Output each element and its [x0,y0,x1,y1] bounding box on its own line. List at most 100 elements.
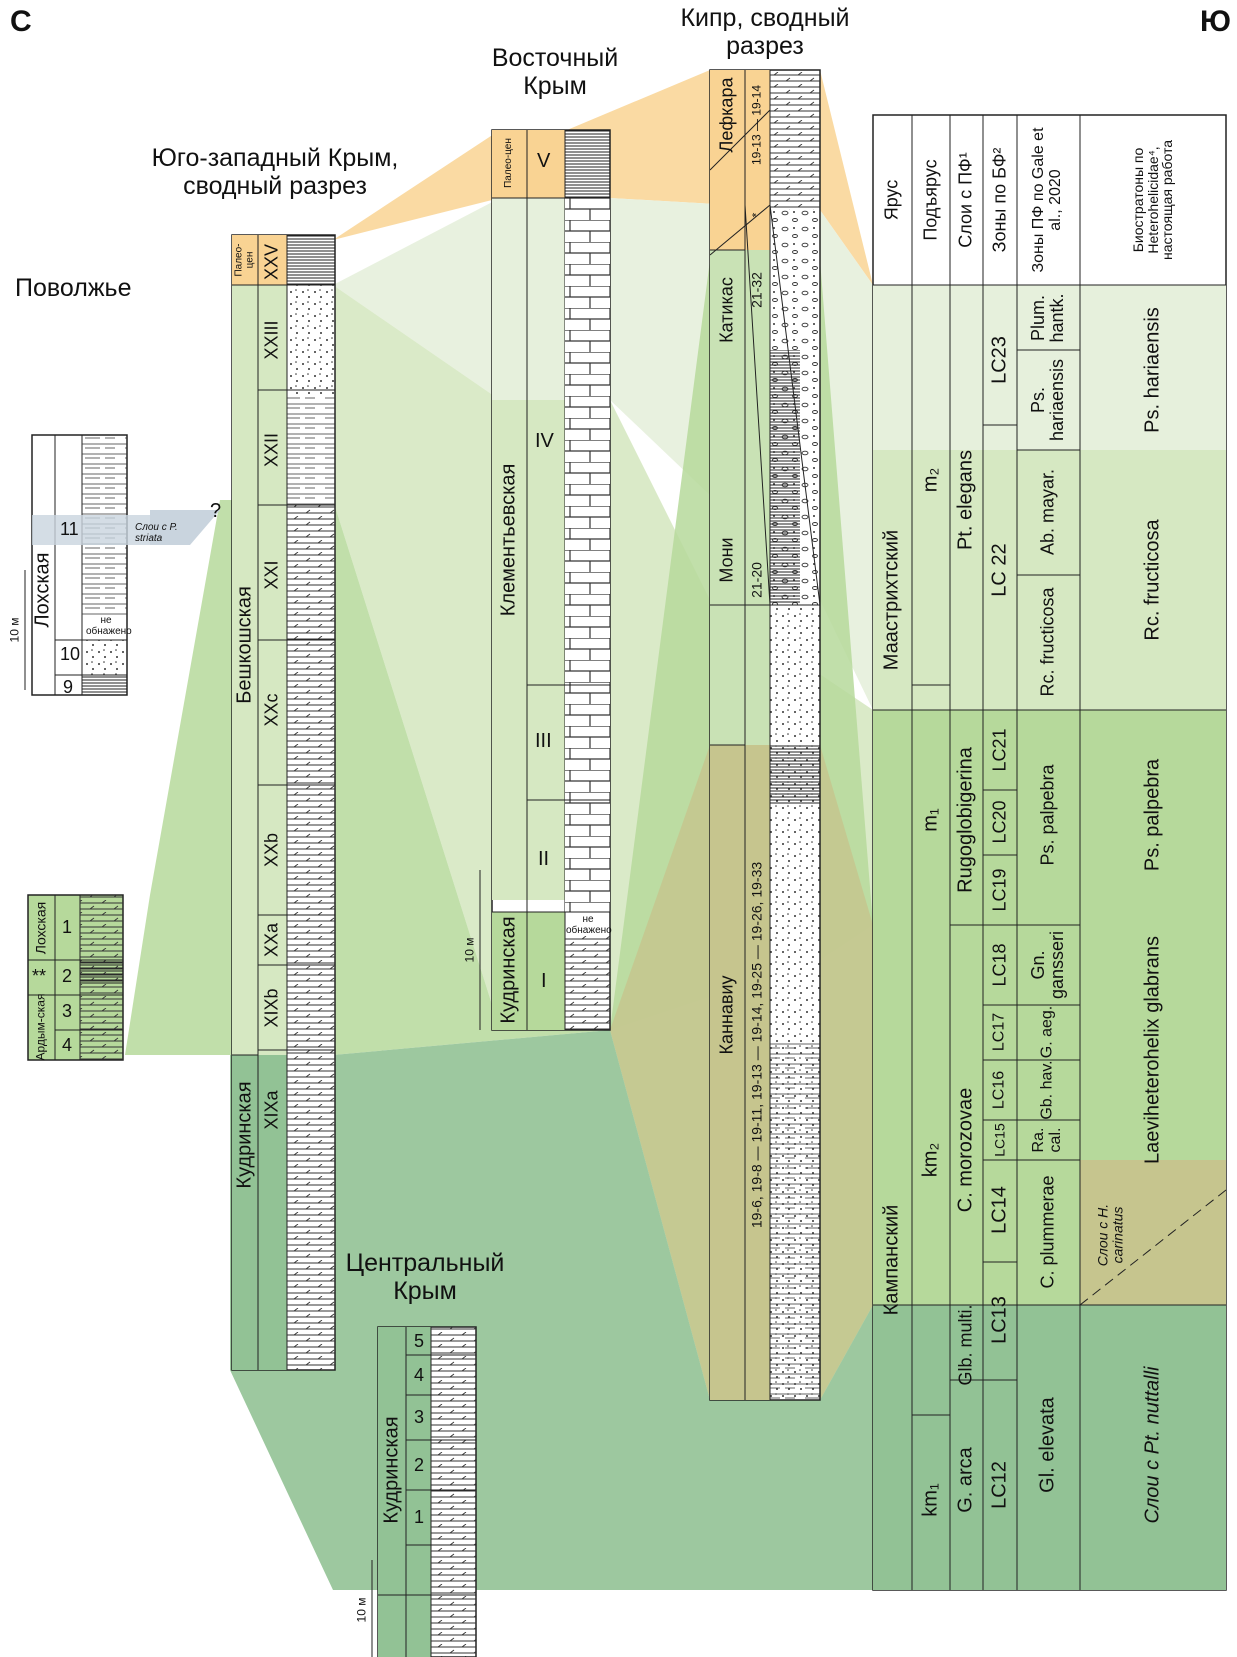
cyprus-samples-lefkara: 19-13 — 19-14 [749,84,764,166]
sw-paleocene: Палео-цен [233,243,256,277]
bf-lc18: LC18 [989,943,1010,987]
bf-lc15: LC15 [991,1123,1008,1157]
central-layer-1: 1 [414,1507,425,1527]
double-asterisk-marker: ** [32,966,47,986]
unit-xxc: XXc [261,693,282,727]
unit-iv: IV [535,430,554,452]
not-exposed-label: не обнажено [86,615,132,637]
substage-m1: m₁ [919,808,942,832]
povolzhye-upper-formation: Лохская [31,552,54,628]
pf-c-morozovae: C. morozovae [954,1087,977,1213]
layer-1: 1 [62,917,73,937]
cyprus-samples-katikas: 21-32 [748,272,765,308]
scale-east: 10 м [462,937,477,963]
north-label: С [10,5,32,38]
unit-xxi: XXI [261,560,282,590]
question-mark: ? [210,500,222,522]
scale-povolzhye: 10 м [7,617,22,643]
central-formation-kudrinsk: Кудринская [380,1416,403,1524]
east-not-exposed: не обнажено [566,914,612,936]
gale-ps-hariaensis: Ps. hariaensis [1028,358,1067,442]
unit-xixb: XIXb [261,988,282,1028]
cyprus-formation-katikas: Катикас [716,277,737,343]
layer-9: 9 [63,677,74,697]
central-layer-3: 3 [414,1407,425,1427]
povolzhye-lower-formation-bottom: Ардым-ская [33,993,48,1061]
gale-ra-cal: Ra. cal. [1030,1127,1064,1153]
pf-glb-multi: Glb. multi. [955,1304,976,1386]
bf-lc21: LC21 [989,728,1010,772]
unit-xxb: XXb [261,832,282,868]
gale-g-aeg: G. aeg. [1038,1005,1056,1059]
header-gale-zones: Зоны ПФ по Gale et al., 2020 [1030,127,1064,273]
sw-formation-beshkosh: Бешкошская [233,586,256,704]
layer-10: 10 [60,644,81,664]
layer-3: 3 [62,1001,73,1021]
gale-c-plummerae: C. plummerae [1037,1175,1058,1289]
header-substage: Подъярус [920,159,941,241]
stage-maastrichtian: Маастрихтский [880,529,903,671]
substage-km1: km₁ [919,1483,942,1517]
title-povolzhye: Поволжье [15,274,132,302]
cyprus-formation-lefkara: Лефкара [716,77,737,153]
header-stage: Ярус [881,179,902,221]
bf-lc12: LC12 [988,1461,1011,1509]
unit-v: V [537,150,551,172]
pf-rugoglobigerina: Rugoglobigerina [954,747,977,893]
title-sw-crimea: Юго-западный Крым, сводный разрез [151,144,399,200]
hetero-ps-hariaensis: Ps. hariaensis [1141,307,1164,433]
hetero-h-carinatus: Слои с H. carinatus [1094,1203,1125,1267]
povolzhye-lower-formation-top: Лохская [32,901,49,955]
bf-lc23: LC23 [988,336,1011,384]
title-east-crimea: Восточный Крым [491,44,619,100]
bf-lc17: LC17 [990,1012,1008,1052]
bf-lc16: LC16 [990,1070,1008,1110]
gale-ps-palpebra: Ps. palpebra [1037,764,1058,866]
hetero-rc-fructicosa: Rc. fructicosa [1141,519,1164,641]
sw-formation-kudrinsk: Кудринская [233,1081,256,1189]
central-layer-4: 4 [414,1365,425,1385]
cyprus-formation-moni: Мони [716,537,737,583]
cyprus-samples-kannaviu: 19-6, 19-8 — 19-11, 19-13 — 19-14, 19-25… [748,861,765,1229]
bf-lc19: LC19 [989,868,1010,912]
gale-gb-hav: Gb. hav. [1038,1060,1056,1120]
east-formation-kudrinsk: Кудринская [497,916,520,1024]
substage-m2: m₂ [919,467,942,493]
bf-lc13: LC13 [988,1296,1011,1344]
unit-ii: II [538,848,550,870]
hetero-pt-nuttalli: Слои с Pt. nuttalli [1141,1366,1164,1524]
unit-iii: III [535,730,552,752]
cyprus-marker: * [749,212,764,218]
unit-xxii: XXII [261,432,282,468]
header-bf-zones: Зоны по БФ² [989,147,1010,253]
layer-11: 11 [60,519,79,539]
hetero-ps-palpebra: Ps. palpebra [1141,758,1164,872]
central-layer-2: 2 [414,1455,425,1475]
gale-plum-hantk: Plum. hantk. [1028,293,1067,343]
gale-gl-elevata: Gl. elevata [1036,1397,1059,1493]
south-label: Ю [1200,5,1231,38]
header-pf-beds: Слои с ПФ¹ [955,152,976,248]
scale-central: 10 м [354,1597,369,1623]
layer-4: 4 [62,1035,73,1055]
unit-i: I [541,970,547,992]
central-layer-5: 5 [414,1331,425,1351]
unit-xxiii: XXIII [261,320,282,360]
gale-rc-fructicosa: Rc. fructicosa [1037,587,1058,697]
gale-ab-mayar: Ab. mayar. [1037,468,1058,556]
title-central-crimea: Центральный Крым [345,1249,505,1305]
pf-pt-elegans: Pt. elegans [954,449,977,551]
cyprus-formation-kannaviu: Каннавиу [716,975,737,1055]
bf-lc20: LC20 [989,800,1010,844]
layer-2: 2 [62,966,73,986]
bf-lc14: LC14 [988,1186,1011,1234]
unit-xxv: XXV [261,243,282,281]
header-hetero-zones: Биостратоны по Heterohelicidae⁴, настоящ… [1129,139,1176,261]
bf-lc22: LC 22 [988,543,1011,597]
title-cyprus: Кипр, сводный разрез [680,4,850,60]
east-formation-klement: Клементьевская [497,463,520,617]
pf-g-arca: G. arca [954,1447,977,1513]
beds-p-striata: Слои с P. striata [135,522,178,544]
